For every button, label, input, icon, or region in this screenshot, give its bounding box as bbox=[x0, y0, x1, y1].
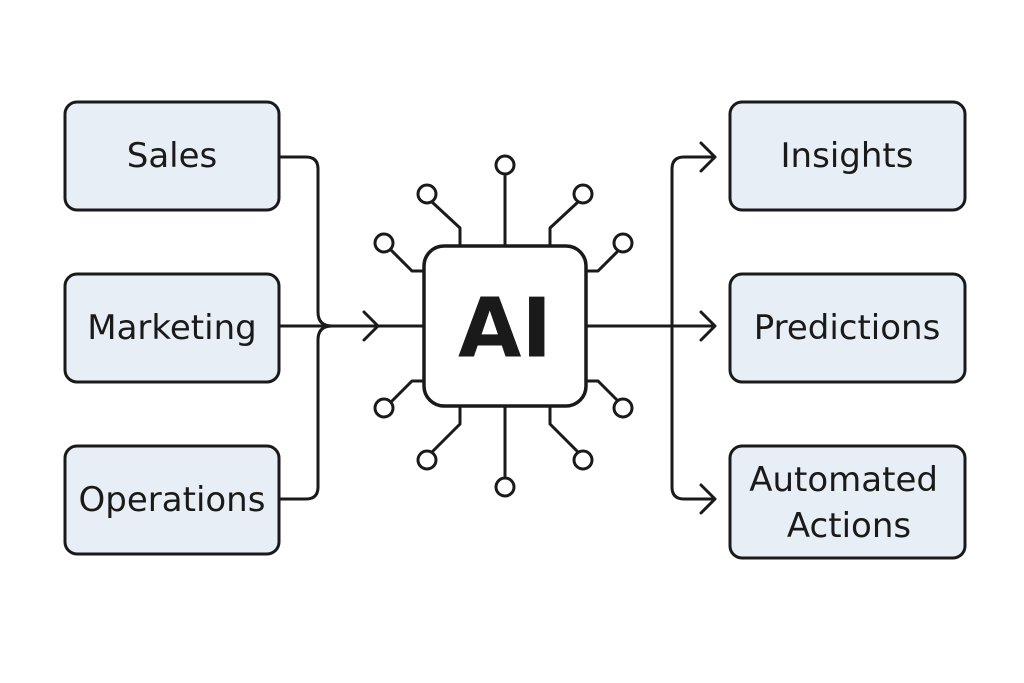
output-connectors bbox=[584, 141, 717, 515]
output-box-insights: Insights bbox=[728, 100, 967, 212]
connector-sales bbox=[278, 155, 334, 328]
node-bottom-left bbox=[416, 449, 438, 471]
arrow-into-ai bbox=[362, 310, 380, 342]
output-label-insights: Insights bbox=[781, 136, 914, 176]
input-box-marketing: Marketing bbox=[63, 272, 281, 384]
trace-top-right bbox=[548, 200, 580, 248]
output-label-automated-line-2: Actions bbox=[787, 506, 911, 546]
trace-right-upper bbox=[584, 247, 622, 273]
node-left-upper bbox=[373, 232, 395, 254]
node-right-lower bbox=[612, 397, 634, 419]
input-box-operations: Operations bbox=[63, 444, 281, 556]
node-bottom-center bbox=[494, 476, 516, 498]
node-left-lower bbox=[373, 397, 395, 419]
trace-left-lower bbox=[388, 379, 426, 405]
arrow-insights bbox=[699, 141, 717, 173]
input-label-sales: Sales bbox=[127, 136, 218, 176]
node-top-right bbox=[572, 183, 594, 205]
input-label-operations: Operations bbox=[79, 480, 266, 520]
trace-left-upper bbox=[388, 247, 426, 273]
circuit-chip-icon: AI bbox=[373, 154, 634, 498]
trace-bottom-right bbox=[548, 404, 580, 454]
output-label-automated-line-1: Automated bbox=[749, 460, 938, 500]
output-box-predictions: Predictions bbox=[728, 272, 967, 384]
trace-top-left bbox=[430, 200, 462, 248]
trace-right-lower bbox=[584, 379, 622, 405]
node-top-center bbox=[494, 154, 516, 176]
node-right-upper bbox=[612, 232, 634, 254]
arrow-predictions bbox=[699, 310, 717, 342]
connector-operations bbox=[278, 324, 334, 501]
output-label-predictions: Predictions bbox=[754, 308, 941, 348]
input-connectors bbox=[278, 155, 426, 501]
node-top-left bbox=[416, 183, 438, 205]
ai-label: AI bbox=[458, 282, 552, 377]
connector-insights bbox=[670, 155, 716, 501]
input-box-sales: Sales bbox=[63, 100, 281, 212]
trace-bottom-left bbox=[430, 404, 462, 454]
input-label-marketing: Marketing bbox=[87, 308, 256, 348]
arrow-automated-actions bbox=[699, 483, 717, 515]
output-box-automated-actions: Automated Actions bbox=[728, 444, 967, 560]
node-bottom-right bbox=[572, 449, 594, 471]
ai-chip bbox=[422, 244, 588, 408]
output-label-automated-actions: Automated Actions bbox=[749, 460, 949, 546]
